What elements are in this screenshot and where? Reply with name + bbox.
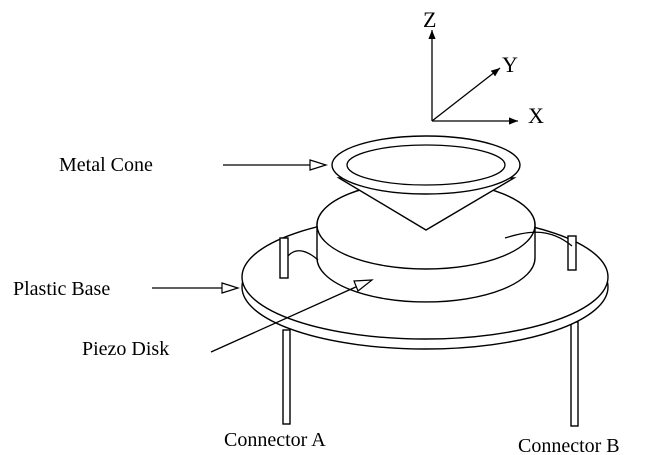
connector-b-leg (570, 321, 579, 427)
metal-cone-label: Metal Cone (59, 154, 153, 176)
coordinate-axes: Z Y X (423, 7, 544, 128)
z-axis-label: Z (423, 7, 436, 32)
connector-b-label: Connector B (518, 435, 620, 455)
metal-cone-pointer (223, 159, 329, 171)
x-axis-label: X (528, 103, 544, 128)
base-post-right (567, 235, 577, 271)
metal-cone (331, 135, 521, 231)
piezo-disk (316, 180, 536, 303)
connector-a-leg (282, 329, 291, 425)
plastic-base-label: Plastic Base (13, 278, 110, 300)
y-axis (431, 67, 501, 122)
piezo-disk-pointer (210, 279, 374, 353)
lead-wires (287, 231, 573, 261)
y-axis-label: Y (502, 52, 518, 77)
plastic-base-pointer (152, 282, 241, 294)
piezo-disk-label: Piezo Disk (82, 338, 169, 360)
base-post-left (279, 237, 289, 279)
connector-a-label: Connector A (224, 429, 326, 451)
